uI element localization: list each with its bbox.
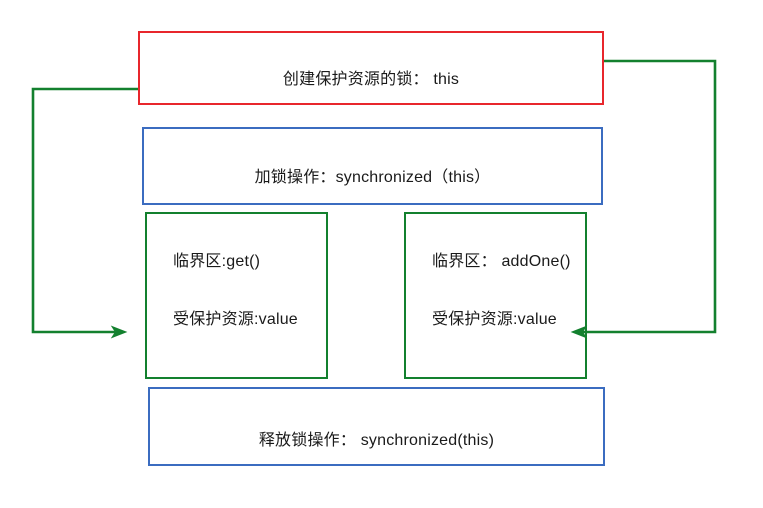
release-lock-box: 释放锁操作： synchronized(this) [148,387,605,466]
critical-section-get-title: 临界区:get() [173,253,261,270]
critical-section-addone-box: 临界区： addOne() 受保护资源:value [404,212,587,379]
acquire-lock-label: 加锁操作：synchronized（this） [254,169,491,186]
critical-section-get-box: 临界区:get() 受保护资源:value [145,212,328,379]
acquire-lock-box: 加锁操作：synchronized（this） [142,127,603,205]
critical-section-addone-resource: 受保护资源:value [432,311,557,328]
critical-section-addone-title: 临界区： addOne() [432,253,571,270]
create-lock-label: 创建保护资源的锁： this [282,71,460,88]
critical-section-get-resource: 受保护资源:value [173,311,298,328]
create-lock-box: 创建保护资源的锁： this [138,31,604,105]
release-lock-label: 释放锁操作： synchronized(this) [258,431,495,449]
lock-to-critical-get-arrow [31,87,138,339]
